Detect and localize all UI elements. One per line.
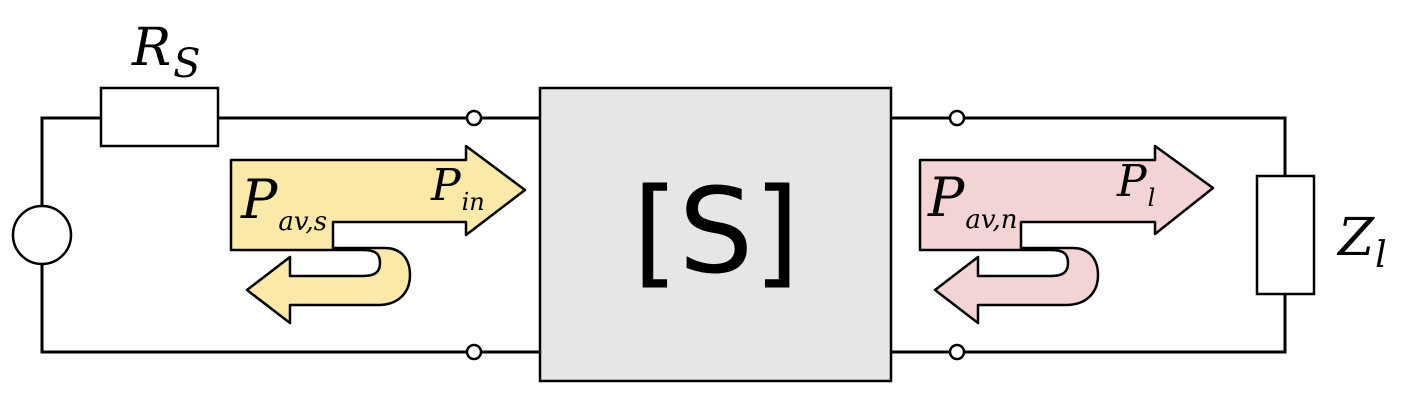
source-resistor-label: RS [131, 18, 201, 87]
input-power-flow-arrow [229, 144, 527, 325]
input-terminal-top-icon [465, 109, 483, 127]
impedance-icon [1255, 174, 1316, 296]
resistor-icon [99, 86, 220, 148]
output-available-power-label: Pav,n [927, 166, 1017, 235]
load-power-label: Pl [1116, 156, 1155, 212]
input-available-power-symbol: P [240, 168, 279, 231]
load-power-symbol: P [1116, 156, 1148, 207]
input-available-power-subscript: av,s [278, 207, 327, 237]
circuit-wires [40, 116, 1287, 354]
input-terminal-bottom-icon [465, 343, 483, 361]
output-available-power-subscript: av,n [965, 205, 1017, 235]
output-terminal-top-icon [948, 109, 966, 127]
source-resistor-symbol: R [131, 18, 171, 78]
input-available-power-label: Pav,s [240, 168, 327, 237]
input-power-subscript: in [462, 188, 485, 216]
load-impedance-label: Zl [1336, 208, 1387, 276]
input-power-symbol: P [430, 160, 462, 211]
output-terminal-bottom-icon [948, 343, 966, 361]
network-block [538, 86, 893, 383]
load-impedance-subscript: l [1375, 235, 1387, 276]
voltage-source-icon [11, 204, 73, 266]
load-power-subscript: l [1148, 184, 1156, 212]
network-block-label: [S] [633, 162, 800, 300]
load-impedance-symbol: Z [1336, 208, 1375, 268]
output-available-power-symbol: P [927, 166, 966, 229]
port-terminals [465, 109, 966, 361]
input-power-label: Pin [430, 160, 485, 216]
source-resistor-subscript: S [173, 41, 200, 87]
output-power-flow-arrow [918, 144, 1215, 325]
